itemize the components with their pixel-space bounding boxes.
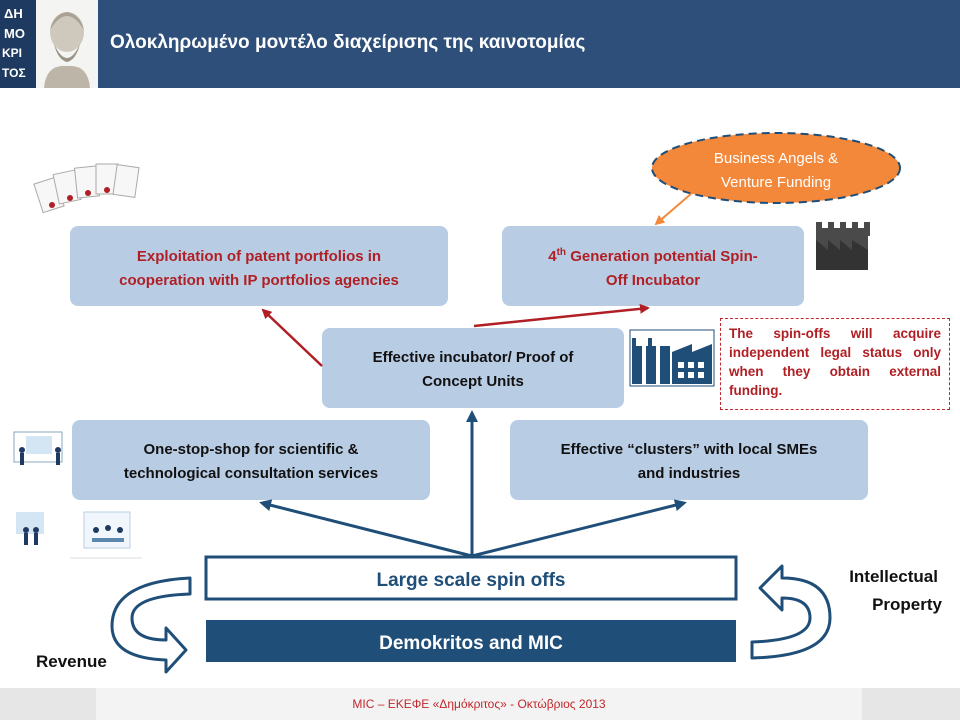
revenue-label: Revenue	[36, 652, 107, 671]
spinoff-box-prefix: 4	[548, 248, 557, 265]
large-scale-label: Large scale spin offs	[376, 570, 565, 591]
revenue-curved-arrow	[110, 576, 192, 674]
patent-documents-icon	[33, 163, 140, 214]
ip-curved-arrow	[750, 564, 832, 660]
one-stop-box-line-1: One-stop-shop for scientific &	[143, 441, 358, 458]
logo-letter-1: ΔΗ	[4, 6, 23, 21]
incubator-box	[322, 328, 624, 408]
demokritos-box	[206, 620, 736, 662]
incubator-box-line-1: Effective incubator/ Proof of	[373, 349, 575, 366]
spinoff-incubator-box	[502, 226, 804, 306]
header-bar	[0, 0, 960, 88]
factory-dark-icon	[816, 222, 870, 270]
logo-letter-3: ΚΡΙ	[2, 46, 23, 60]
clusters-box-line-2: and industries	[638, 465, 741, 482]
logo: ΔΗ ΜΟ ΚΡΙ ΤΟΣ	[0, 0, 98, 88]
patent-portfolios-box	[70, 226, 448, 306]
spinoff-box-line-1: 4th Generation potential Spin-	[548, 247, 757, 265]
patent-box-line-2: cooperation with IP portfolios agencies	[119, 272, 399, 289]
clusters-box-line-1: Effective “clusters” with local SMEs	[561, 441, 818, 458]
footer-center-panel	[96, 688, 862, 720]
arrow-base-to-clusters	[471, 499, 687, 558]
ellipse-line-1: Business Angels &	[714, 150, 838, 167]
footer-text: MIC – ΕΚΕΦΕ «Δημόκριτος» - Οκτώβριος 201…	[352, 697, 606, 711]
arrow-base-to-one-stop	[259, 499, 473, 558]
meeting-people-icon	[16, 512, 44, 545]
consultation-people-icon	[13, 431, 63, 465]
clusters-box	[510, 420, 868, 500]
demokritos-label: Demokritos and MIC	[379, 633, 563, 654]
logo-letter-4: ΤΟΣ	[2, 66, 26, 80]
arrow-incubator-to-spinoff	[473, 303, 650, 328]
spinoff-box-sup: th	[557, 247, 566, 258]
spinoff-note: The spin-offs will acquire independent l…	[720, 318, 950, 410]
one-stop-shop-box	[72, 420, 430, 500]
incubator-box-line-2: Concept Units	[422, 373, 524, 390]
one-stop-box-line-2: technological consultation services	[124, 465, 378, 482]
business-angels-ellipse	[651, 132, 901, 204]
ip-label-line-1: Intellectual	[849, 567, 938, 586]
page-title: Ολοκληρωμένο μοντέλο διαχείρισης της και…	[110, 32, 586, 53]
logo-letter-2: ΜΟ	[4, 26, 25, 41]
ip-label-line-2: Property	[872, 595, 942, 614]
logo-letters: ΔΗ ΜΟ ΚΡΙ ΤΟΣ	[0, 0, 36, 88]
arrow-funding-to-incubator	[654, 192, 693, 226]
spinoff-box-line-2: Off Incubator	[606, 272, 700, 289]
factory-blue-icon	[629, 329, 715, 387]
patent-box-line-1: Exploitation of patent portfolios in	[137, 248, 381, 265]
bust-icon	[44, 12, 90, 88]
ellipse-line-2: Venture Funding	[721, 174, 831, 191]
large-scale-box	[204, 555, 738, 601]
arrow-incubator-to-patent	[261, 308, 323, 367]
spinoff-box-rest: Generation potential Spin-	[566, 248, 758, 265]
team-people-icon	[83, 511, 131, 549]
